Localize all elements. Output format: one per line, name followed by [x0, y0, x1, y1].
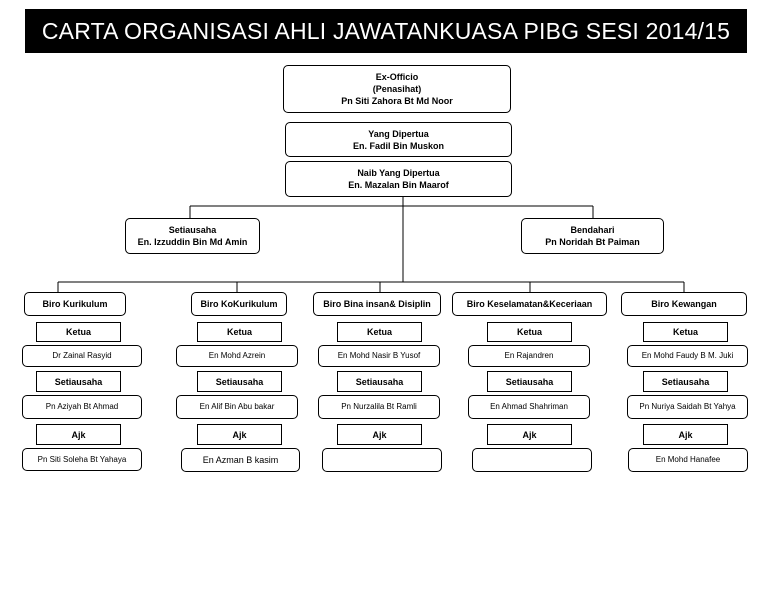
biro-bina-insan-ajk-name: [322, 448, 442, 472]
biro-kokurikulum-ketua-label: Ketua: [197, 322, 282, 342]
yang-dipertua-role: Yang Dipertua: [368, 128, 429, 139]
biro-kewangan-ketua-label: Ketua: [643, 322, 728, 342]
biro-kurikulum-ketua-name: Dr Zainal Rasyid: [22, 345, 142, 367]
biro-kokurikulum-setiausaha-name: En Alif Bin Abu bakar: [176, 395, 298, 419]
biro-keselamatan-header: Biro Keselamatan&Keceriaan: [452, 292, 607, 316]
biro-kokurikulum-ketua-name: En Mohd Azrein: [176, 345, 298, 367]
biro-bina-insan-ketua-label: Ketua: [337, 322, 422, 342]
biro-bina-insan-ketua-name: En Mohd Nasir B Yusof: [318, 345, 440, 367]
yang-dipertua-name: En. Fadil Bin Muskon: [352, 140, 444, 151]
biro-kurikulum-ajk-label: Ajk: [36, 424, 121, 445]
exofficio-box: Ex-Officio (Penasihat) Pn Siti Zahora Bt…: [283, 65, 511, 113]
biro-kurikulum-header: Biro Kurikulum: [24, 292, 126, 316]
biro-kewangan-setiausaha-name: Pn Nuriya Saidah Bt Yahya: [627, 395, 748, 419]
biro-keselamatan-setiausaha-label: Setiausaha: [487, 371, 572, 392]
bendahari-box: Bendahari Pn Noridah Bt Paiman: [521, 218, 664, 254]
setiausaha-name: En. Izzuddin Bin Md Amin: [137, 237, 248, 247]
biro-bina-insan-setiausaha-label: Setiausaha: [337, 371, 422, 392]
biro-kurikulum-ketua-label: Ketua: [36, 322, 121, 342]
biro-kurikulum-setiausaha-name: Pn Aziyah Bt Ahmad: [22, 395, 142, 419]
setiausaha-box: Setiausaha En. Izzuddin Bin Md Amin: [125, 218, 260, 254]
biro-kokurikulum-ajk-name: En Azman B kasim: [181, 448, 300, 472]
biro-kewangan-ajk-name: En Mohd Hanafee: [628, 448, 748, 472]
biro-bina-insan-header: Biro Bina insan& Disiplin: [313, 292, 441, 316]
biro-kewangan-header: Biro Kewangan: [621, 292, 747, 316]
biro-kokurikulum-header: Biro KoKurikulum: [191, 292, 287, 316]
naib-yang-dipertua-name: En. Mazalan Bin Maarof: [348, 180, 449, 190]
naib-yang-dipertua-role: Naib Yang Dipertua: [357, 168, 440, 178]
bendahari-name: Pn Noridah Bt Paiman: [545, 237, 640, 247]
chart-title: CARTA ORGANISASI AHLI JAWATANKUASA PIBG …: [25, 9, 747, 53]
biro-keselamatan-ajk-label: Ajk: [487, 424, 572, 445]
biro-kurikulum-ajk-name: Pn Siti Soleha Bt Yahaya: [22, 448, 142, 471]
bendahari-role: Bendahari: [570, 225, 615, 235]
biro-kokurikulum-ajk-label: Ajk: [197, 424, 282, 445]
biro-kewangan-setiausaha-label: Setiausaha: [643, 371, 728, 392]
biro-kewangan-ajk-label: Ajk: [643, 424, 728, 445]
biro-keselamatan-ajk-name: [472, 448, 592, 472]
exofficio-label: Ex-Officio: [375, 72, 419, 82]
biro-keselamatan-ketua-label: Ketua: [487, 322, 572, 342]
setiausaha-role: Setiausaha: [168, 225, 217, 235]
biro-bina-insan-setiausaha-name: Pn Nurzalila Bt Ramli: [318, 395, 440, 419]
naib-yang-dipertua-box: Naib Yang Dipertua En. Mazalan Bin Maaro…: [285, 161, 512, 197]
yang-dipertua-box: Yang Dipertua En. Fadil Bin Muskon: [285, 122, 512, 157]
biro-keselamatan-ketua-name: En Rajandren: [468, 345, 590, 367]
biro-kewangan-ketua-name: En Mohd Faudy B M. Juki: [627, 345, 748, 367]
exofficio-name: Pn Siti Zahora Bt Md Noor: [341, 96, 453, 106]
exofficio-sublabel: (Penasihat): [372, 84, 422, 94]
biro-bina-insan-ajk-label: Ajk: [337, 424, 422, 445]
biro-kokurikulum-setiausaha-label: Setiausaha: [197, 371, 282, 392]
biro-keselamatan-setiausaha-name: En Ahmad Shahriman: [468, 395, 590, 419]
biro-kurikulum-setiausaha-label: Setiausaha: [36, 371, 121, 392]
